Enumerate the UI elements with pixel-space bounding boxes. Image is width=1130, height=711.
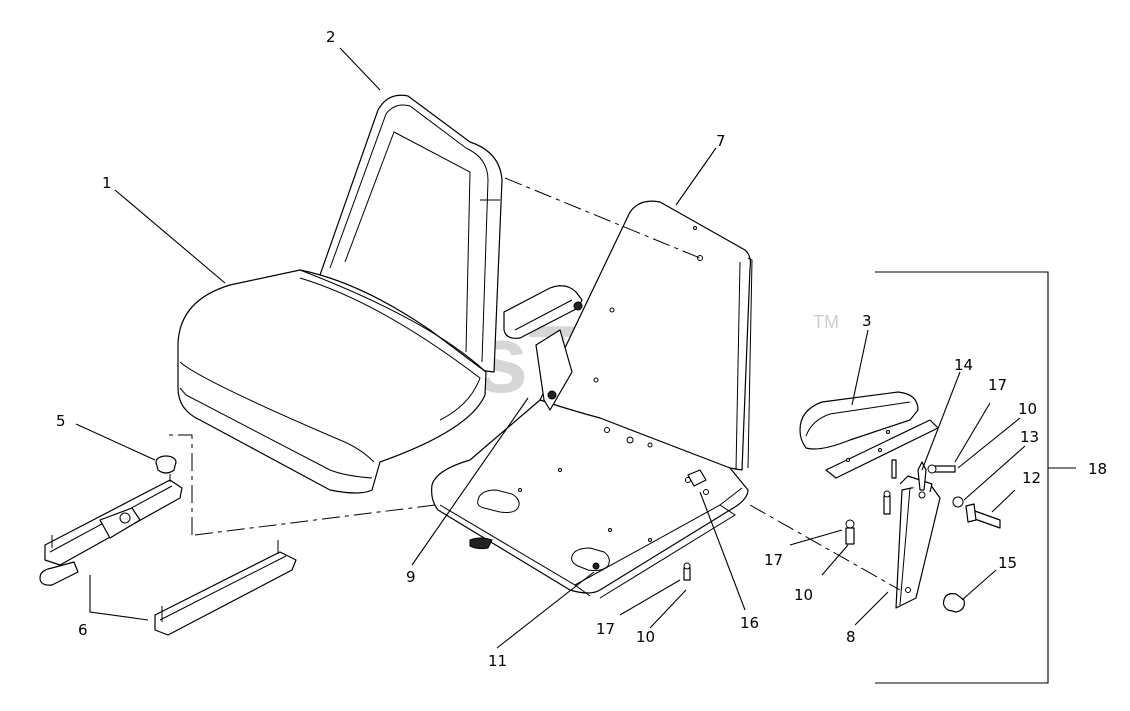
callout-2: 2 [326,28,336,46]
callout-14: 14 [954,356,973,374]
part-seat-slides[interactable] [39,474,297,636]
callout-8: 8 [846,628,856,646]
callout-labels: 1 2 3 5 6 7 8 9 10 10 10 10 11 12 13 14 … [56,28,1107,670]
callout-10-lower: 10 [636,628,655,646]
callout-12: 12 [1022,469,1041,487]
leader-lines [75,47,1076,684]
part-armrest-pad[interactable] [799,391,939,479]
callout-11: 11 [488,652,507,670]
callout-16: 16 [740,614,759,632]
callout-17-lower: 17 [596,620,615,638]
callout-17-middle: 17 [764,551,783,569]
watermark-trademark: TM [813,312,839,332]
callout-13: 13 [1020,428,1039,446]
callout-9: 9 [406,568,416,586]
part-seat-cushion[interactable] [177,269,487,494]
part-armrest-left[interactable] [503,285,583,411]
part-knob[interactable] [155,455,177,474]
callout-7: 7 [716,132,726,150]
alignment-lines [168,177,901,591]
callout-3: 3 [862,312,872,330]
callout-5: 5 [56,412,66,430]
callout-10-middle: 10 [794,586,813,604]
callout-18: 18 [1088,460,1107,478]
callout-1: 1 [102,174,112,192]
part-seat-frame[interactable] [431,200,753,599]
part-armrest-bracket[interactable] [895,475,941,609]
callout-15: 15 [998,554,1017,572]
hardware [683,459,1001,613]
callout-6: 6 [78,621,88,639]
callout-17-upper: 17 [988,376,1007,394]
callout-10-upper: 10 [1018,400,1037,418]
